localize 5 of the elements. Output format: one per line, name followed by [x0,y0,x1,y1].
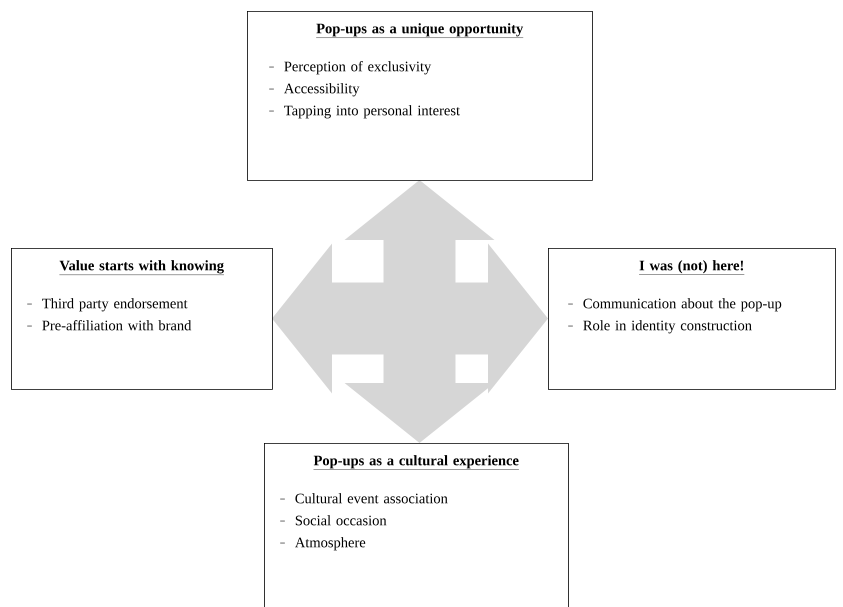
text-box: I was (not) here! Communication about the pop-up Role in identity construction [548,248,836,390]
text-box: Value starts with knowing Third party endorsement Pre-affiliation with brand [11,248,273,390]
text-box: Pop-ups as a unique opportunity Perception of exclusivity Accessibility Tapping into personal interest [247,11,593,181]
block-arrow [344,180,494,443]
text-box: Pop-ups as a cultural experience Cultural event association Social occasion Atmosphere [264,442,569,607]
